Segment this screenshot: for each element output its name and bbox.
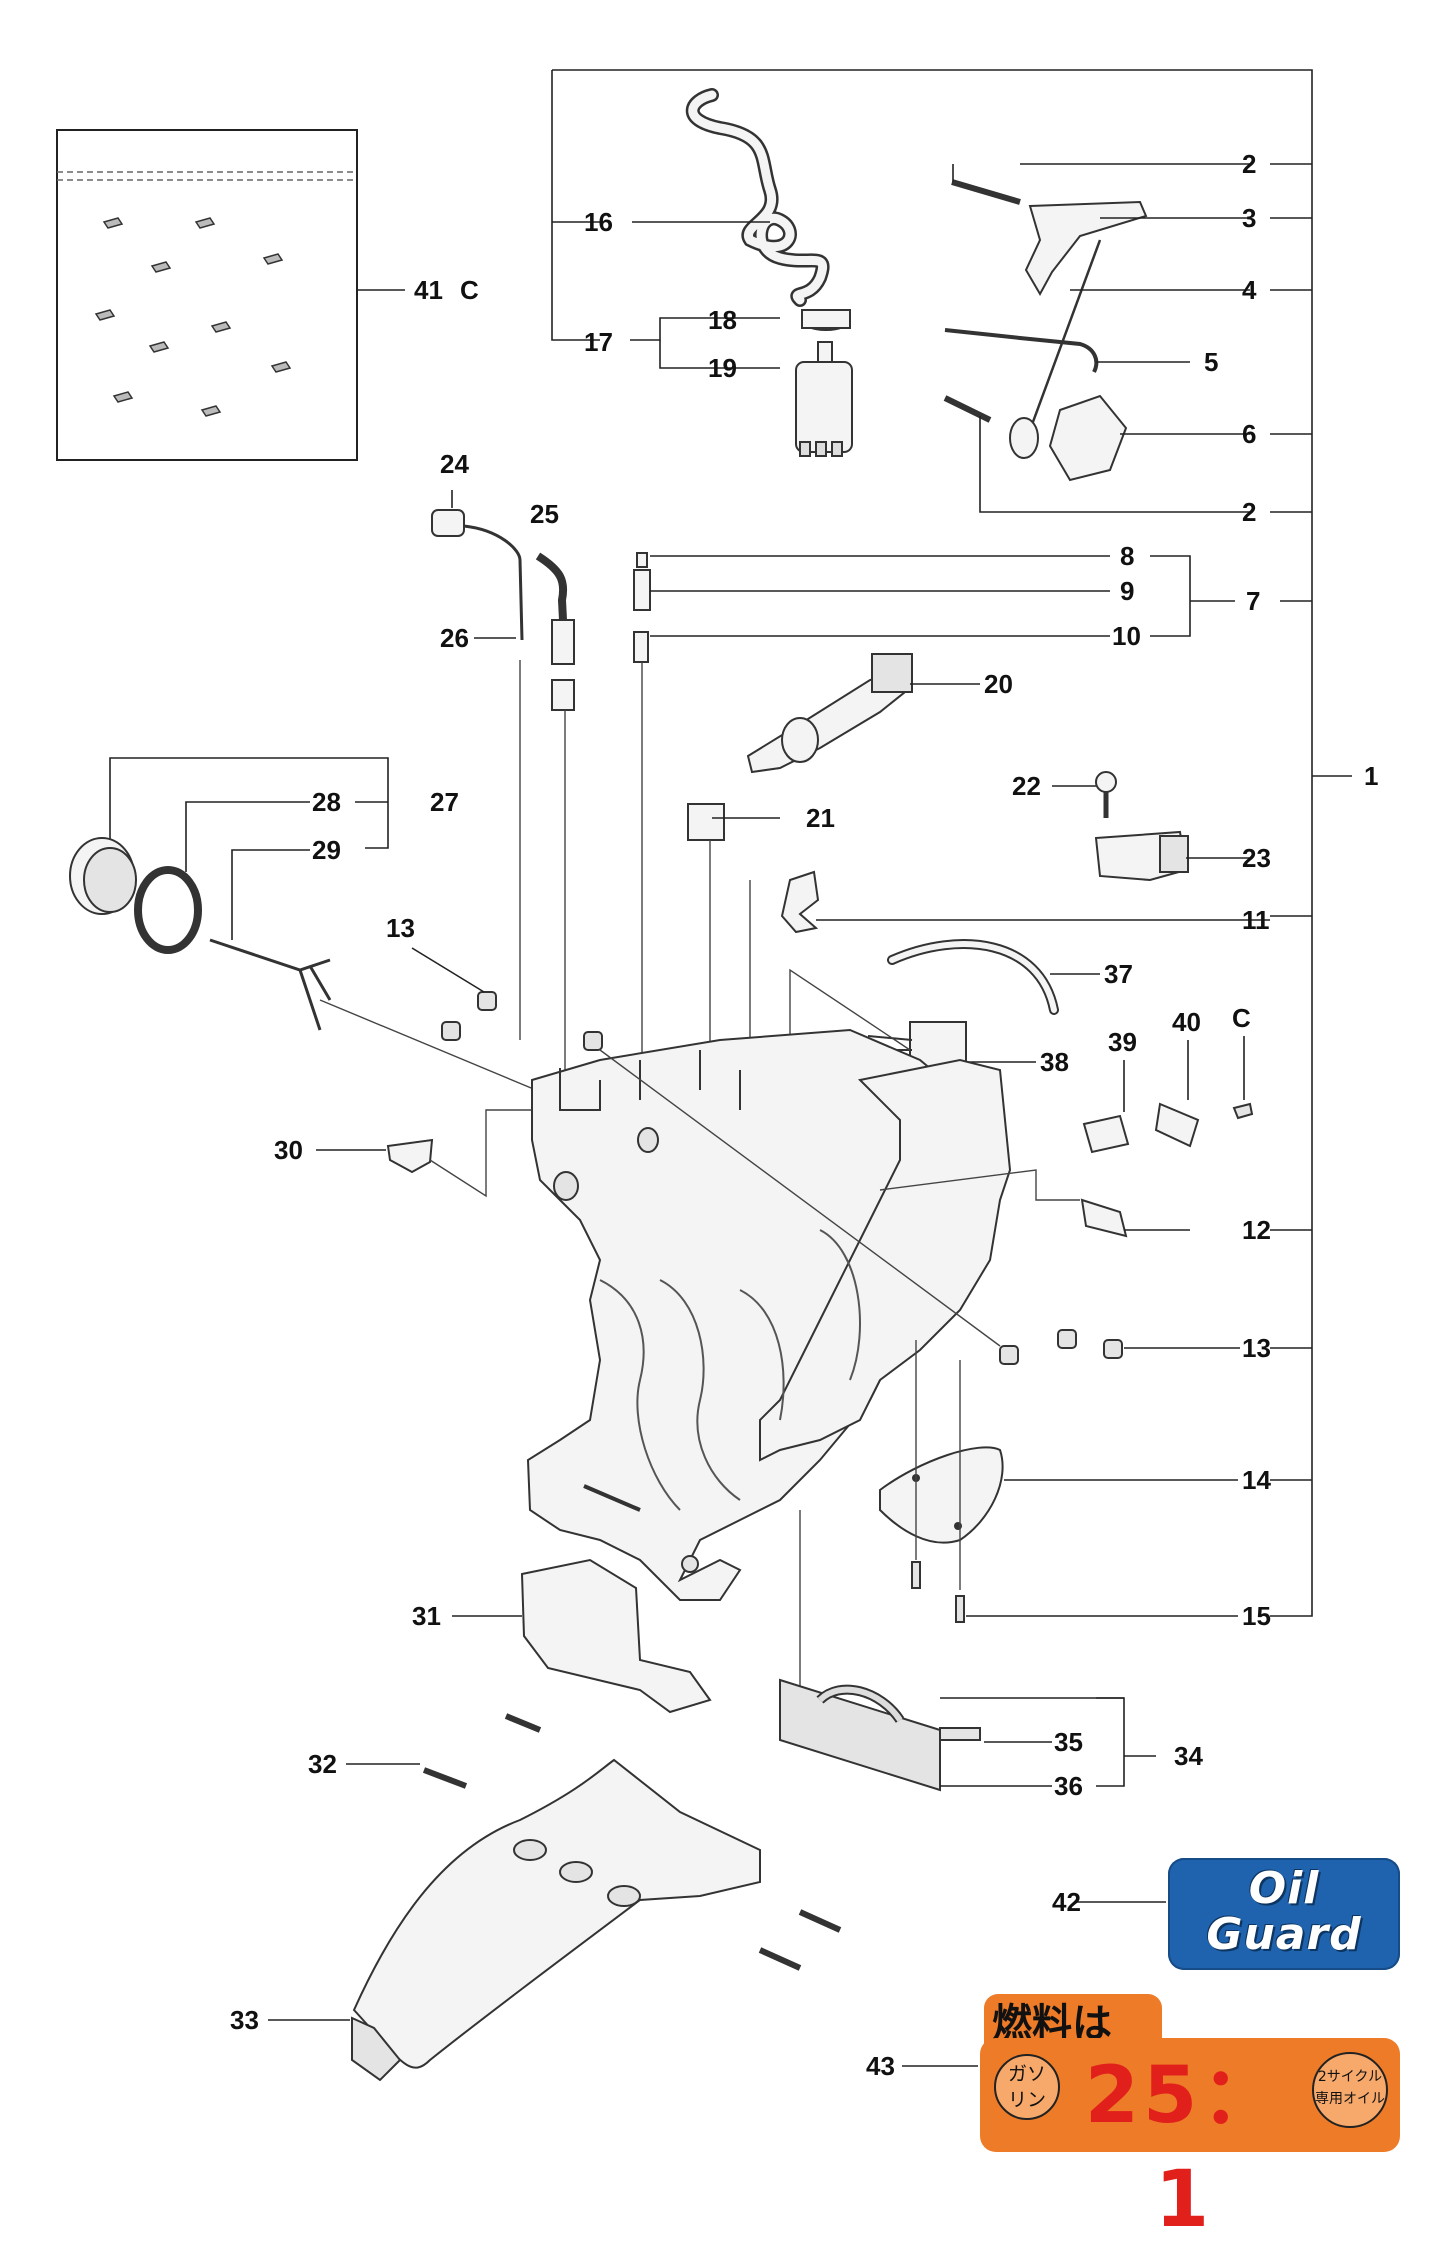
throttle-parts (943, 163, 1250, 513)
callout-29: 29 (312, 835, 341, 865)
callout-17: 17 (584, 327, 613, 357)
clip-30 (316, 1109, 540, 1198)
switch-part (746, 653, 980, 774)
guard-33 (268, 1713, 842, 2082)
clips-39-40 (879, 1036, 1254, 1238)
callout-9: 9 (1120, 576, 1134, 606)
callout-32: 32 (308, 1749, 337, 1779)
callout-labels: 2 3 4 5 6 2 8 9 10 7 1 20 21 22 23 11 37… (230, 149, 1378, 2081)
oil-guard-line2: Guard (1206, 1909, 1362, 1960)
fuel-ratio-badge: 燃料は ガソ リン 25：1 2サイクル 専用オイル (980, 1994, 1400, 2245)
oil-guard-line1: Oil (1248, 1863, 1320, 1914)
two-stroke-oil-circle: 2サイクル 専用オイル (1312, 2052, 1388, 2128)
callout-8: 8 (1120, 541, 1134, 571)
callout-35: 35 (1054, 1727, 1083, 1757)
callout-19: 19 (708, 353, 737, 383)
clip-bag (56, 129, 405, 461)
callout-15: 15 (1242, 1601, 1271, 1631)
callout-16: 16 (584, 207, 613, 237)
callout-24: 24 (440, 449, 469, 479)
callout-33: 33 (230, 2005, 259, 2035)
oil-guard-badge: Oil Guard (1168, 1858, 1400, 1970)
callout-13: 13 (386, 913, 415, 943)
nuts-13 (411, 947, 1240, 1365)
callout-37: 37 (1104, 959, 1133, 989)
callout-6: 6 (1242, 419, 1256, 449)
hose-37 (887, 939, 1100, 1015)
callout-30: 30 (274, 1135, 303, 1165)
callout-43: 43 (866, 2051, 895, 2081)
gasoline-line1: ガソ (1007, 2063, 1046, 2085)
bracket-1 (551, 69, 1352, 1617)
callout-23: 23 (1242, 843, 1271, 873)
callout-18: 18 (708, 305, 737, 335)
callout-11: 11 (1242, 905, 1270, 935)
rear-handle (879, 1340, 1238, 1623)
callout-13b: 13 (1242, 1333, 1271, 1363)
gasoline-line2: リン (1007, 2089, 1046, 2111)
two-stroke-line2: 専用オイル (1315, 2091, 1385, 2107)
cable-set (633, 552, 1235, 1150)
callout-1: 1 (1364, 761, 1378, 791)
callout-38: 38 (1040, 1047, 1069, 1077)
callout-7: 7 (1246, 586, 1260, 616)
fuel-filter (630, 309, 853, 457)
callout-3: 3 (1242, 203, 1256, 233)
fuel-ratio-text: 25：1 (1084, 2051, 1284, 2245)
callout-5: 5 (1204, 347, 1218, 377)
callout-4: 4 (1242, 275, 1257, 305)
callout-39: 39 (1108, 1027, 1137, 1057)
callout-21: 21 (806, 803, 835, 833)
callout-2: 2 (1242, 149, 1256, 179)
av-assembly (779, 1678, 1156, 1792)
oil-cap (69, 757, 561, 1101)
switch-23 (1052, 771, 1250, 882)
callout-14: 14 (1242, 1465, 1271, 1495)
callout-2b: 2 (1242, 497, 1256, 527)
callout-42: 42 (1052, 1887, 1081, 1917)
callout-28: 28 (312, 787, 341, 817)
callout-34: 34 (1174, 1741, 1203, 1771)
callout-41: 41 (414, 275, 443, 305)
callout-C: C (1232, 1003, 1251, 1033)
callout-41-suffix: C (460, 275, 479, 305)
callout-31: 31 (412, 1601, 441, 1631)
main-housing (526, 1028, 1012, 1601)
callout-40: 40 (1172, 1007, 1201, 1037)
callout-20: 20 (984, 669, 1013, 699)
callout-22: 22 (1012, 771, 1041, 801)
callout-27: 27 (430, 787, 459, 817)
gasoline-circle: ガソ リン (994, 2054, 1060, 2120)
callout-25: 25 (530, 499, 559, 529)
callout-10: 10 (1112, 621, 1141, 651)
two-stroke-line1: 2サイクル (1317, 2069, 1383, 2085)
callout-36: 36 (1054, 1771, 1083, 1801)
callout-12: 12 (1242, 1215, 1271, 1245)
cables-24-26 (431, 490, 575, 1080)
fuel-hose (632, 88, 830, 307)
callout-26: 26 (440, 623, 469, 653)
parts-diagram: 2 3 4 5 6 2 8 9 10 7 1 20 21 22 23 11 37… (56, 69, 1378, 2082)
